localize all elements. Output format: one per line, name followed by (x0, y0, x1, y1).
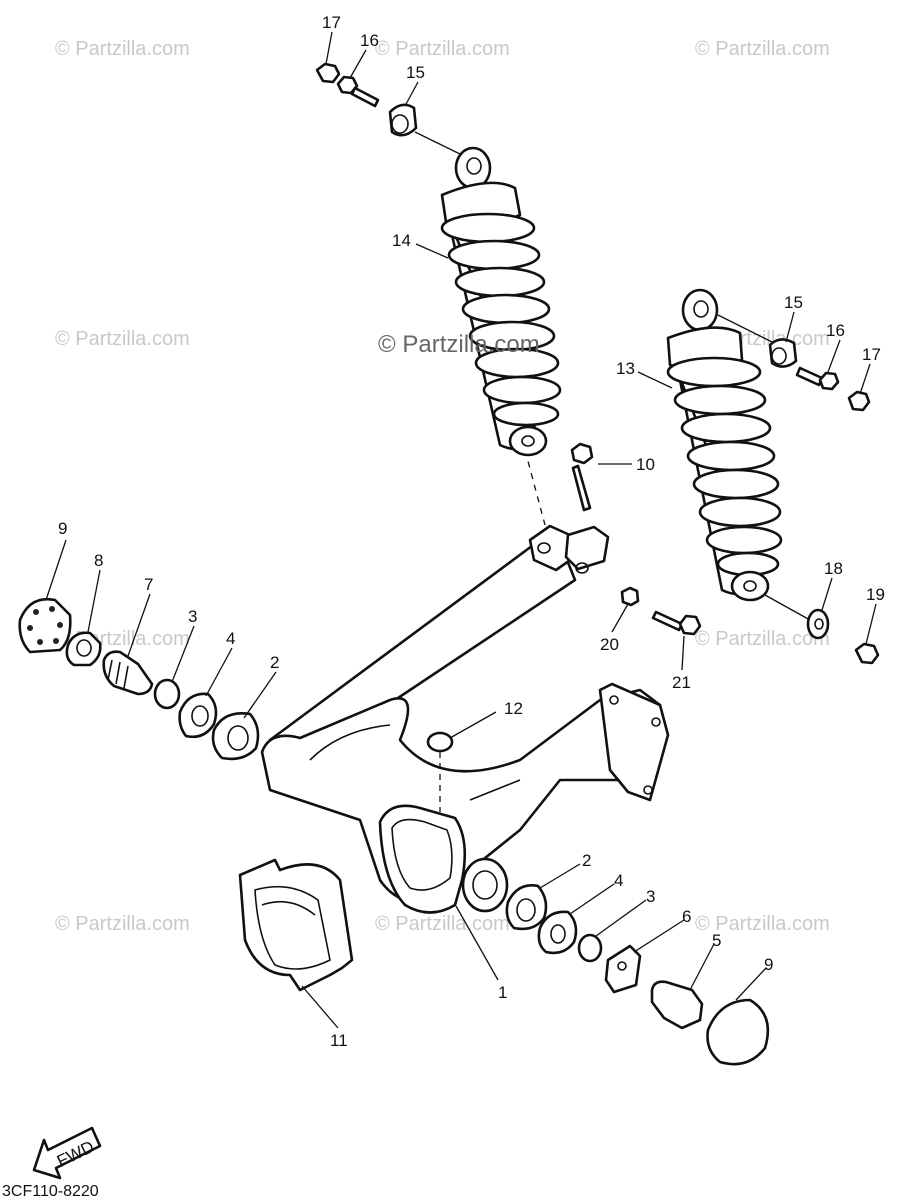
watermark: © Partzilla.com (55, 913, 190, 935)
callout-10: 10 (636, 455, 655, 474)
callout-16: 16 (826, 321, 845, 340)
watermark: © Partzilla.com (375, 913, 510, 935)
callout-6: 6 (682, 907, 691, 926)
pivot-bolt-5 (650, 980, 704, 1030)
watermark: © Partzilla.com (375, 38, 510, 60)
seal-4-right (537, 910, 578, 955)
leader-lines (45, 31, 877, 1029)
fwd-arrow-icon: FWD (32, 1126, 102, 1180)
hardware-top-right (768, 338, 871, 412)
callout-4: 4 (226, 629, 235, 648)
callout-2: 2 (270, 653, 279, 672)
swingarm (260, 524, 670, 914)
diagram-code: 3CF110-8220 (2, 1183, 99, 1200)
pivot-shaft-7 (102, 650, 154, 696)
assembly-line (717, 314, 779, 346)
callout-13: 13 (616, 359, 635, 378)
cap-9-right (706, 998, 770, 1066)
shock-top-hole (466, 157, 482, 175)
left-pivot-parts (18, 597, 260, 761)
callout-17: 17 (322, 13, 341, 32)
swingarm-left-arm (268, 538, 577, 762)
callout-18: 18 (824, 559, 843, 578)
nut-20 (620, 586, 640, 607)
shock-spring (666, 356, 783, 577)
final-drive-flange (598, 682, 670, 802)
watermark: © Partzilla.com (695, 38, 830, 60)
shock-bottom-eye (508, 425, 548, 457)
bolt-21 (651, 610, 702, 636)
callout-8: 8 (94, 551, 103, 570)
seal-4-left (178, 692, 218, 739)
plate-6 (604, 944, 642, 994)
callout-15: 15 (406, 63, 425, 82)
callout-21: 21 (672, 673, 691, 692)
callout-20: 20 (600, 635, 619, 654)
watermark-layer: © Partzilla.com © Partzilla.com © Partzi… (55, 38, 830, 935)
hardware-top-left (315, 62, 418, 137)
callout-17: 17 (862, 345, 881, 364)
callout-1: 1 (498, 983, 507, 1002)
bearing-2-right (505, 884, 548, 931)
collar-3-left (153, 678, 181, 710)
swingarm-body (260, 688, 662, 904)
callout-11: 11 (330, 1031, 348, 1050)
watermark: © Partzilla.com (695, 913, 830, 935)
dust-boot-11 (238, 858, 354, 992)
callout-3: 3 (188, 607, 197, 626)
watermark: © Partzilla.com (55, 38, 190, 60)
nut-19 (854, 642, 880, 665)
callout-16: 16 (360, 31, 379, 50)
shock-spring (440, 212, 562, 427)
callout-12: 12 (504, 699, 523, 718)
callout-19: 19 (866, 585, 885, 604)
assembly-line (524, 449, 546, 526)
watermark: © Partzilla.com (695, 628, 830, 650)
right-pivot-parts (505, 884, 770, 1066)
callout-9: 9 (764, 955, 773, 974)
callout-4: 4 (614, 871, 623, 890)
assembly-line (414, 131, 463, 156)
cap-12 (426, 731, 454, 812)
shock-absorber-14 (414, 131, 562, 526)
washer-18 (806, 608, 830, 640)
callout-labels: 17 16 15 14 15 16 17 13 10 9 8 7 3 4 2 1… (58, 13, 885, 1050)
callout-7: 7 (144, 575, 153, 594)
callout-3: 3 (646, 887, 655, 906)
watermark: © Partzilla.com (55, 328, 190, 350)
nut-8 (65, 631, 102, 667)
bolt-10 (570, 442, 632, 512)
collar-3-right (577, 933, 603, 963)
callout-5: 5 (712, 931, 721, 950)
swingarm-right-pivot (461, 857, 509, 913)
assembly-line (764, 594, 811, 621)
bearing-2-left (211, 712, 260, 761)
shock-absorber-13 (666, 288, 811, 621)
callout-2: 2 (582, 851, 591, 870)
callout-9: 9 (58, 519, 67, 538)
callout-15: 15 (784, 293, 803, 312)
callout-14: 14 (392, 231, 411, 250)
swingarm-pivot-housing (378, 804, 467, 914)
center-watermark: © Partzilla.com (378, 331, 540, 358)
